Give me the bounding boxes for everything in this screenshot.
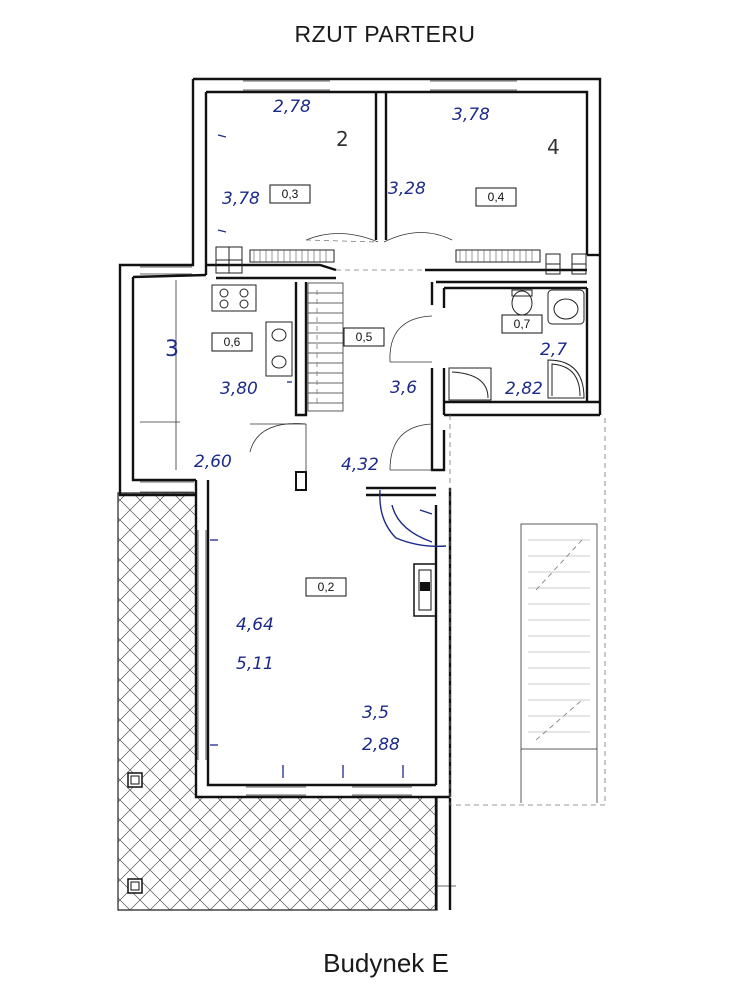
room-3-dim-a: 3,80 [220, 379, 258, 399]
bath-code: 0,7 [514, 317, 531, 331]
bath-dim-b: 2,82 [505, 379, 543, 399]
building-name: Budynek E [323, 948, 449, 978]
stairs [307, 282, 344, 412]
living-dim-d: 2,88 [362, 735, 400, 755]
living-dim-b: 5,11 [236, 654, 274, 674]
windows [140, 80, 517, 796]
room-4-number: 4 [547, 135, 560, 159]
room-3-dim-b: 2,60 [194, 452, 232, 472]
scribble [379, 489, 447, 548]
terrace [117, 492, 456, 911]
living-dim-a: 4,64 [236, 615, 274, 635]
blue-ticks [210, 134, 404, 778]
hall-dim-a: 3,6 [390, 378, 417, 398]
dimension-labels: 2,78 3,78 3,78 3,28 3,80 2,60 3,6 4,32 2… [194, 97, 567, 755]
room-4-dim-side: 3,28 [388, 179, 426, 199]
inner-walls [206, 92, 600, 617]
room-2-dim-side: 3,78 [222, 189, 260, 209]
room-2-number: 2 [336, 127, 349, 151]
plan-title: RZUT PARTERU [294, 21, 475, 47]
room-3-number: 3 [165, 337, 179, 362]
living-code: 0,2 [318, 580, 335, 594]
outer-walls [118, 77, 602, 910]
doors [249, 232, 453, 472]
radiators [215, 246, 587, 275]
room-4-code: 0,4 [488, 190, 505, 204]
room-2-code: 0,3 [282, 187, 299, 201]
room-code-boxes: 0,3 0,4 0,6 0,5 0,7 0,2 [211, 184, 543, 597]
hall-dim-b: 4,32 [341, 455, 379, 475]
room-3-code: 0,6 [224, 335, 241, 349]
bath-dim-a: 2,7 [540, 340, 567, 360]
room-4-dim-top: 3,78 [452, 105, 490, 125]
living-dim-c: 3,5 [362, 703, 389, 723]
fixtures [211, 284, 585, 401]
room-2-dim-top: 2,78 [273, 97, 311, 117]
hall-code: 0,5 [356, 330, 373, 344]
neighbour-outline [140, 280, 606, 806]
